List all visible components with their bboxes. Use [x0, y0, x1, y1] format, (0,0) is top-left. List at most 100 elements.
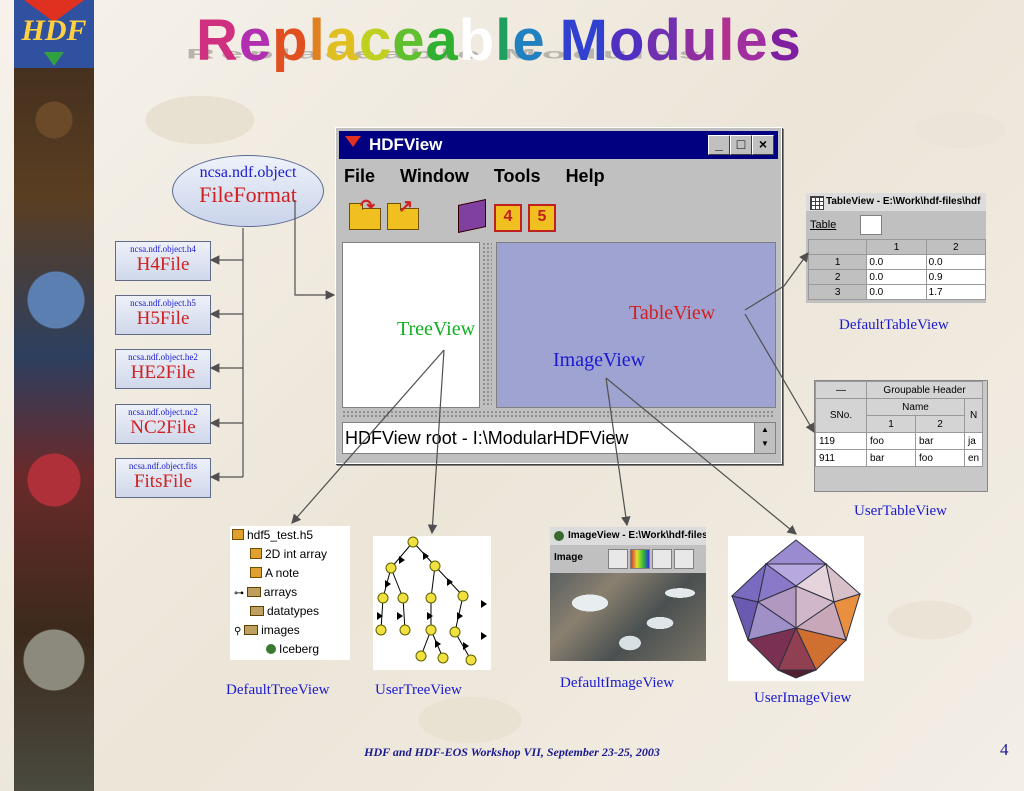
- title-letter: l: [718, 8, 736, 73]
- hdf-logo: HDF: [14, 0, 94, 68]
- user-tree-view-caption: UserTreeView: [375, 682, 462, 698]
- module-he2file: ncsa.ndf.object.he2 HE2File: [115, 349, 211, 389]
- table-grid: 1 2 1 0.0 0.0 2 0.0 0.9 3 0.0 1.7: [807, 239, 986, 300]
- table-cell[interactable]: 1.7: [925, 284, 986, 300]
- tree-node[interactable]: ⊶ arrays: [234, 585, 297, 599]
- tree-node-file[interactable]: hdf5_test.h5: [232, 528, 313, 542]
- title-letter: e: [735, 8, 769, 73]
- table-cell[interactable]: en: [963, 449, 984, 467]
- title-letter: u: [681, 8, 719, 73]
- tree-node-label: Iceberg: [279, 642, 320, 656]
- title-letter: l: [495, 8, 513, 73]
- menu-file[interactable]: File: [344, 166, 376, 186]
- folder-icon: [250, 606, 264, 616]
- arrow-icon: ↗: [398, 196, 414, 216]
- folder-icon: [387, 203, 419, 230]
- palette-icon[interactable]: [630, 549, 650, 569]
- tree-node[interactable]: 2D int array: [250, 547, 327, 561]
- groupable-header: Groupable Header: [865, 381, 984, 399]
- user-table-view: — Groupable Header SNo. Name N 1 2 119 f…: [814, 380, 988, 492]
- horizontal-splitter[interactable]: [342, 410, 774, 418]
- table-cell[interactable]: 0.0: [866, 284, 927, 300]
- close-button[interactable]: ×: [752, 135, 774, 155]
- fileformat-node: ncsa.ndf.object FileFormat: [172, 155, 324, 227]
- arrow-icon: ↷: [360, 196, 376, 216]
- default-table-view: TableView - E:\Work\hdf-files\hdf Table …: [806, 193, 986, 303]
- column-header: N: [963, 398, 984, 433]
- user-image-view: [728, 536, 864, 681]
- hdf4-button[interactable]: 4: [490, 198, 526, 232]
- histogram-icon[interactable]: [608, 549, 628, 569]
- close-file-button[interactable]: ↗: [384, 196, 420, 232]
- table-row: 2 0.0 0.9: [807, 269, 986, 285]
- column-header: 2: [925, 239, 986, 255]
- decorative-medal-strip: [14, 0, 94, 791]
- hdf5-button[interactable]: 5: [524, 198, 560, 232]
- fileformat-class: FileFormat: [199, 182, 297, 207]
- title-letter: l: [308, 8, 326, 73]
- default-image-view-caption: DefaultImageView: [560, 675, 675, 691]
- title-letter: d: [645, 8, 682, 73]
- tree-node[interactable]: A note: [250, 566, 299, 580]
- tree-node[interactable]: ⚲ images: [234, 623, 300, 637]
- title-letter: o: [608, 8, 646, 73]
- dataset-icon: [250, 548, 262, 559]
- chart-icon[interactable]: [860, 215, 882, 235]
- tree-pane[interactable]: [342, 242, 480, 408]
- dataset-icon: [250, 567, 262, 578]
- vertical-splitter[interactable]: [482, 242, 492, 406]
- image-menu[interactable]: Image: [554, 552, 583, 563]
- menu-tools[interactable]: Tools: [493, 166, 541, 186]
- module-nc2file: ncsa.ndf.object.nc2 NC2File: [115, 404, 211, 444]
- collapse-icon[interactable]: ⚲: [234, 626, 245, 637]
- maximize-button[interactable]: □: [730, 135, 752, 155]
- minimize-button[interactable]: _: [708, 135, 730, 155]
- menu-help[interactable]: Help: [565, 166, 605, 186]
- zoom-in-icon[interactable]: [652, 549, 672, 569]
- satellite-image[interactable]: [550, 573, 706, 661]
- tree-graph: [375, 536, 487, 666]
- footer-text: HDF and HDF-EOS Workshop VII, September …: [364, 745, 660, 759]
- default-table-view-caption: DefaultTableView: [839, 317, 949, 333]
- menu-window[interactable]: Window: [400, 166, 469, 186]
- title-letter: c: [358, 8, 393, 73]
- arrow-to-default-tree: [291, 349, 445, 524]
- arrow-to-default-image: [605, 377, 631, 527]
- hdf-app-icon: [345, 136, 361, 147]
- module-package: ncsa.ndf.object.h5: [130, 298, 196, 308]
- title-letter: b: [458, 8, 496, 73]
- expand-icon[interactable]: ⊶: [234, 588, 247, 599]
- open-file-button[interactable]: ↷: [346, 196, 382, 232]
- tree-node[interactable]: datatypes: [250, 604, 319, 618]
- title-letter: p: [272, 8, 309, 73]
- content-pane[interactable]: [496, 242, 776, 408]
- title-letter: a: [425, 8, 459, 73]
- title-letter: a: [325, 8, 359, 73]
- arrow-to-user-image: [605, 377, 797, 535]
- treeview-label: TreeView: [397, 318, 476, 340]
- zoom-out-icon[interactable]: [674, 549, 694, 569]
- imageview-label: ImageView: [553, 349, 646, 371]
- hdfview-title: HDFView: [369, 135, 443, 154]
- tree-node-label: datatypes: [267, 604, 320, 618]
- table-row: 3 0.0 1.7: [807, 284, 986, 300]
- user-table-view-caption: UserTableView: [854, 503, 948, 519]
- title-letter: e: [238, 8, 273, 73]
- sno-header: SNo.: [815, 398, 867, 433]
- table-menu[interactable]: Table: [810, 219, 837, 231]
- tableview-label: TableView: [629, 302, 716, 324]
- module-fitsfile: ncsa.ndf.object.fits FitsFile: [115, 458, 211, 498]
- hdf5-file-icon: [232, 529, 244, 540]
- module-package: ncsa.ndf.object.fits: [128, 461, 198, 471]
- table-cell[interactable]: 911: [815, 449, 867, 467]
- tree-node[interactable]: Iceberg: [266, 642, 319, 656]
- title-letter: M: [559, 8, 609, 73]
- polyhedron-image: [730, 539, 861, 679]
- title-letter: R: [196, 8, 239, 73]
- table-row: 911 bar foo en: [815, 449, 984, 467]
- status-scrollbar[interactable]: ▲▼: [754, 422, 776, 454]
- hdfview-window: HDFView _ □ × File Window Tools Help ↷ ↗…: [335, 127, 782, 464]
- module-class: NC2File: [130, 417, 196, 438]
- module-h4file: ncsa.ndf.object.h4 H4File: [115, 241, 211, 281]
